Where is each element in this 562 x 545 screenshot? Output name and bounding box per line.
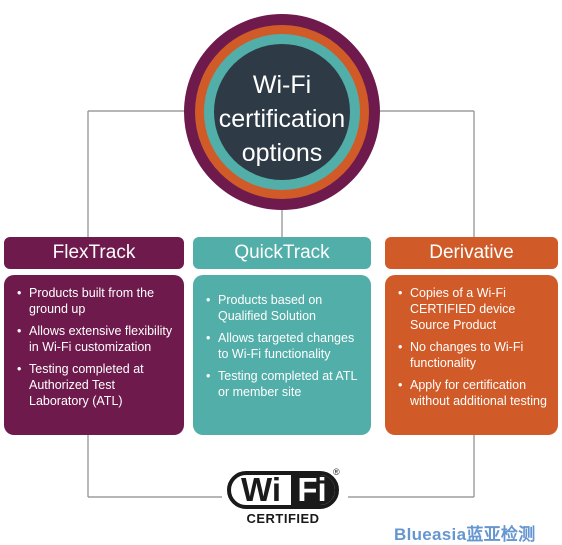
quicktrack-header: QuickTrack bbox=[193, 237, 371, 269]
watermark: Blueasia蓝亚检测 bbox=[394, 525, 536, 544]
flextrack-bullet-2: Allows extensive flexibility in Wi-Fi cu… bbox=[17, 323, 174, 355]
derivative-title: Derivative bbox=[429, 242, 514, 263]
derivative-bullet-3: Apply for certification without addition… bbox=[398, 377, 548, 409]
wifi-logo-wordmark: Wi Fi bbox=[227, 471, 339, 509]
quicktrack-bullet-3: Testing completed at ATL or member site bbox=[206, 368, 361, 400]
quicktrack-bullet-2: Allows targeted changes to Wi-Fi functio… bbox=[206, 330, 361, 362]
hub-title: Wi-Fi certification options bbox=[207, 44, 357, 194]
derivative-bullet-1: Copies of a Wi-Fi CERTIFIED device Sourc… bbox=[398, 285, 548, 333]
quicktrack-title: QuickTrack bbox=[234, 242, 330, 263]
derivative-panel: Copies of a Wi-Fi CERTIFIED device Sourc… bbox=[385, 275, 558, 435]
quicktrack-panel: Products based on Qualified Solution All… bbox=[193, 275, 371, 435]
derivative-bullet-2: No changes to Wi-Fi functionality bbox=[398, 339, 548, 371]
flextrack-bullet-list: Products built from the ground up Allows… bbox=[14, 285, 174, 409]
quicktrack-bullet-1: Products based on Qualified Solution bbox=[206, 292, 361, 324]
hub-title-line-1: Wi-Fi bbox=[252, 71, 312, 99]
wifi-logo-certified: CERTIFIED bbox=[246, 511, 320, 526]
quicktrack-bullet-list: Products based on Qualified Solution All… bbox=[203, 292, 361, 400]
hub-center bbox=[214, 44, 350, 180]
wifi-certified-logo: Wi Fi ® CERTIFIED bbox=[227, 467, 342, 526]
derivative-bullet-list: Copies of a Wi-Fi CERTIFIED device Sourc… bbox=[395, 285, 548, 409]
wifi-logo-fi: Fi bbox=[291, 473, 335, 506]
hub-title-line-3: options bbox=[241, 139, 323, 167]
derivative-header: Derivative bbox=[385, 237, 558, 269]
registered-mark: ® bbox=[333, 467, 340, 477]
hub-title-line-2: certification bbox=[218, 105, 346, 133]
wifi-logo-wi: Wi bbox=[241, 471, 282, 508]
flextrack-title: FlexTrack bbox=[52, 242, 136, 263]
flextrack-bullet-1: Products built from the ground up bbox=[17, 285, 174, 317]
flextrack-bullet-3: Testing completed at Authorized Test Lab… bbox=[17, 361, 174, 409]
flextrack-panel: Products built from the ground up Allows… bbox=[4, 275, 184, 435]
flextrack-header: FlexTrack bbox=[4, 237, 184, 269]
